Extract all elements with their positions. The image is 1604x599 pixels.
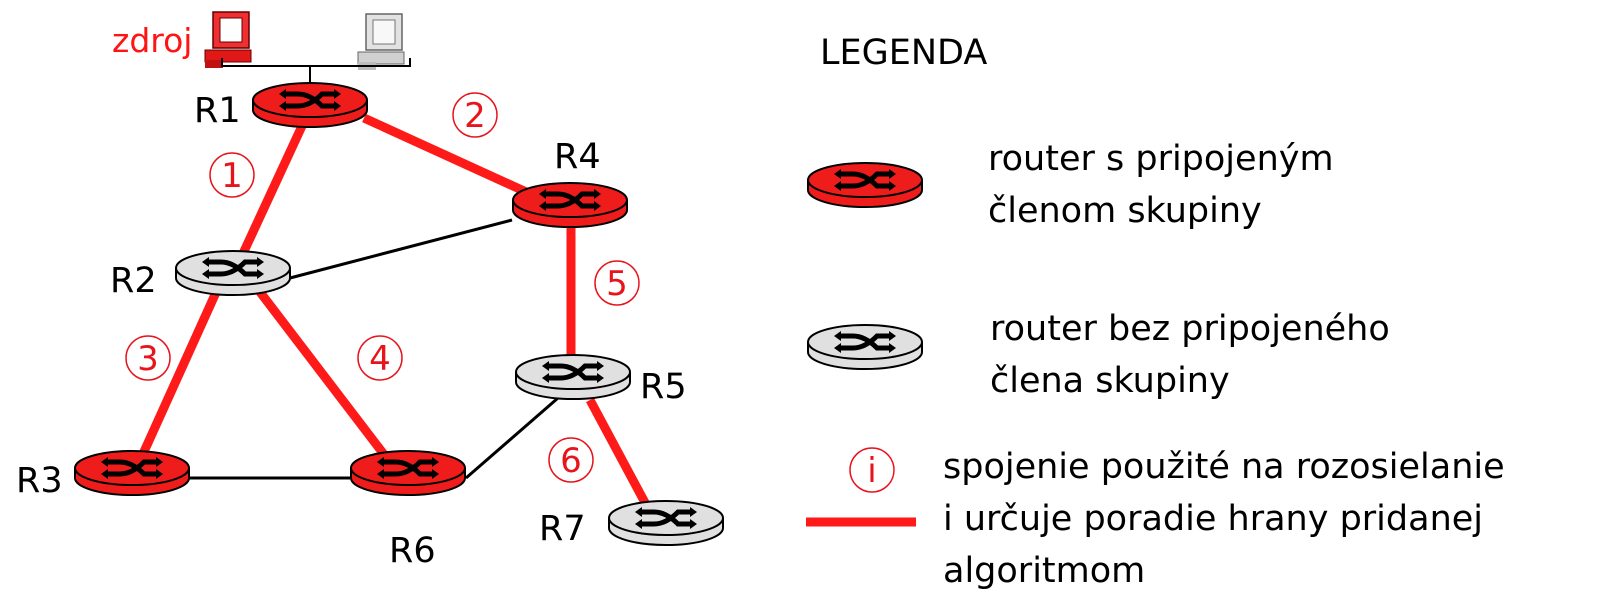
router-labels: R1 R2 R3 R4 R5 R6 R7 (16, 91, 687, 571)
svg-text:2: 2 (464, 96, 486, 136)
edge-r1-r2 (235, 124, 307, 262)
edge-number-3: 3 (125, 335, 171, 381)
router-r2-label: R2 (110, 261, 157, 301)
edge-r2-r6 (256, 289, 396, 468)
svg-text:i: i (867, 451, 876, 491)
edge-number-1: 1 (209, 152, 255, 198)
host-computer-icon (357, 13, 405, 70)
svg-text:6: 6 (560, 441, 582, 481)
source-label: zdroj (112, 21, 192, 60)
edge-number-4: 4 (357, 335, 403, 381)
legend-used-line1: spojenie použité na rozosielanie (943, 447, 1505, 487)
edge-number-2: 2 (452, 92, 498, 138)
svg-text:3: 3 (137, 339, 159, 379)
svg-text:5: 5 (606, 264, 628, 304)
router-r3-label: R3 (16, 461, 63, 501)
source-computer-icon (204, 11, 252, 68)
edge-order-numbers: 1 2 3 4 5 6 (125, 92, 640, 483)
legend-member-router-icon (808, 163, 922, 207)
legend-used-line3: algoritmom (943, 551, 1145, 591)
router-r4-label: R4 (554, 137, 601, 177)
router-r7-label: R7 (539, 509, 586, 549)
legend-plain-line2: člena skupiny (990, 361, 1230, 401)
edge-r2-r3 (133, 286, 223, 467)
router-r3-icon (75, 451, 189, 495)
edge-r2-r4 (289, 218, 513, 280)
edge-r5-r7 (586, 397, 654, 515)
router-r1-icon (253, 83, 367, 127)
svg-text:4: 4 (369, 339, 391, 379)
legend-plain-line1: router bez pripojeného (990, 309, 1390, 349)
legend-title: LEGENDA (820, 33, 987, 73)
legend-member-line2: členom skupiny (988, 191, 1262, 231)
router-r4-icon (513, 183, 627, 227)
router-r5-icon (516, 355, 630, 399)
legend: LEGENDA router s pripojeným členom skupi… (806, 33, 1505, 591)
router-r7-icon (609, 501, 723, 545)
edge-r6-r5 (465, 396, 559, 480)
legend-used-link-icon: i (806, 447, 916, 527)
svg-text:1: 1 (221, 156, 243, 196)
edge-r1-r4 (362, 113, 537, 201)
edge-number-6: 6 (548, 437, 594, 483)
edges (133, 113, 654, 515)
router-r6-icon (351, 451, 465, 495)
legend-used-line2: i určuje poradie hrany pridanej (943, 499, 1483, 539)
router-r6-label: R6 (389, 531, 436, 571)
router-r2-icon (176, 251, 290, 295)
router-r1-label: R1 (194, 91, 241, 131)
router-r5-label: R5 (640, 367, 687, 407)
legend-member-line1: router s pripojeným (988, 139, 1334, 179)
legend-plain-router-icon (808, 325, 922, 369)
edge-number-5: 5 (594, 260, 640, 306)
